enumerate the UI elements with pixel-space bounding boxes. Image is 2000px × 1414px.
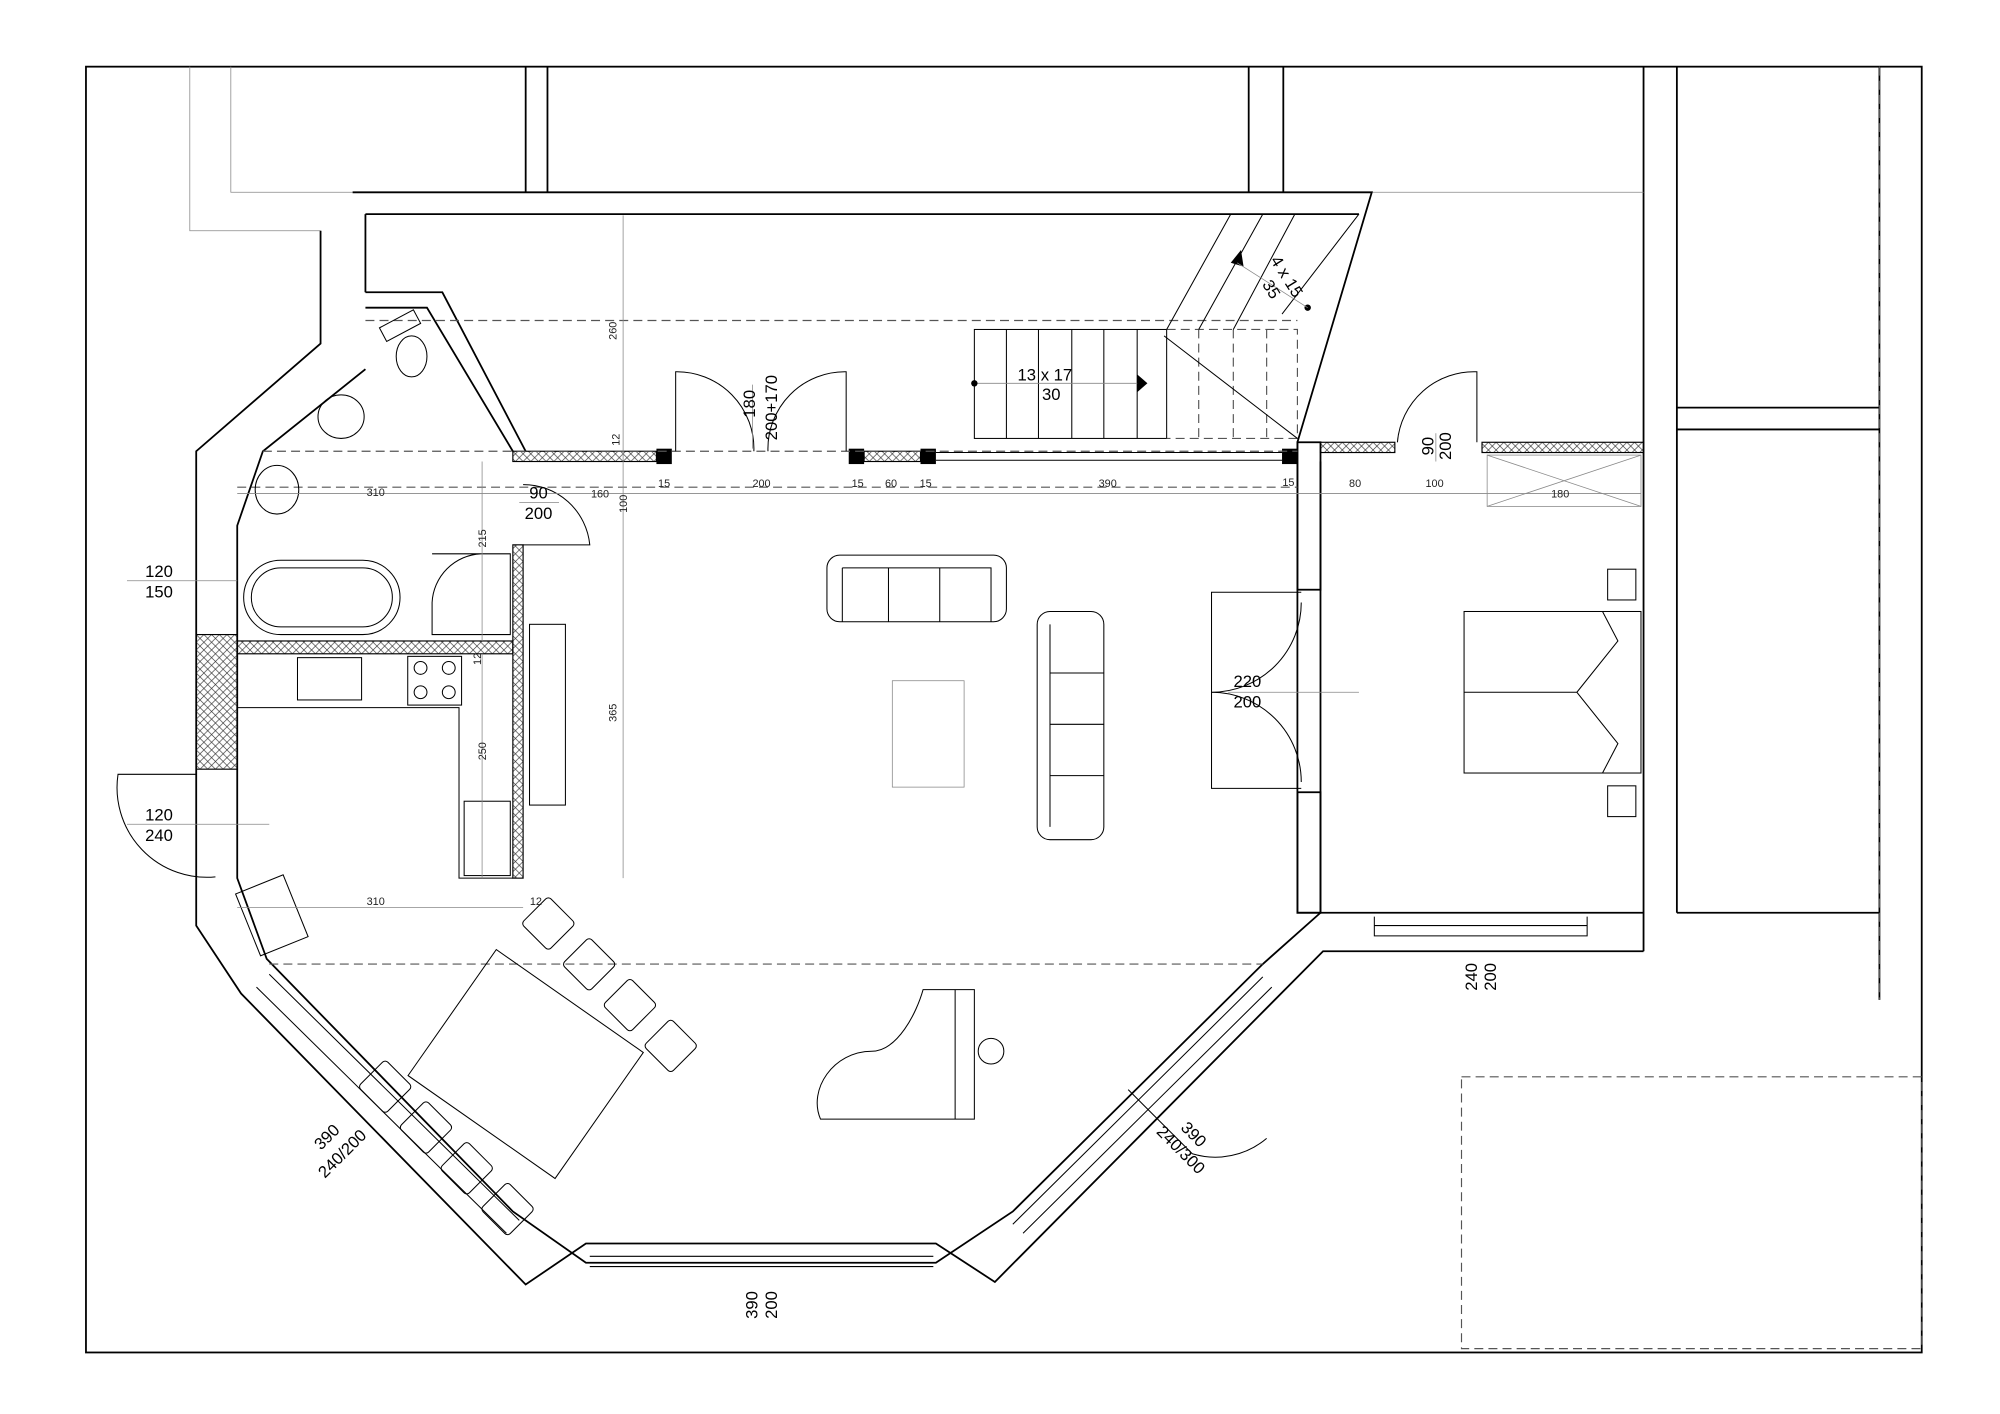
staircase [971, 213, 1360, 440]
dim: 15 [852, 478, 864, 490]
washbasin [317, 394, 365, 439]
dimension-texts: 310 160 15 200 15 60 15 390 15 80 100 18… [367, 322, 1570, 908]
dim: 365 [608, 704, 620, 722]
dim: 215 [477, 529, 489, 547]
bedroom-door-height: 200 [1234, 693, 1262, 712]
external-walls [195, 191, 1644, 1286]
dim: 310 [367, 896, 385, 908]
washbasin [254, 464, 300, 515]
kitchen-door-width: 120 [145, 805, 173, 824]
bedroom-door [1211, 591, 1302, 789]
kitchen-door [116, 773, 216, 878]
bedroom-door-width: 220 [1234, 672, 1262, 691]
dim: 200 [752, 478, 770, 490]
sheet-frame [85, 65, 1923, 1354]
double-door-width: 180 [740, 390, 759, 418]
oven [463, 800, 511, 877]
bath-door [523, 484, 591, 546]
bedroom-window-height: 200 [1481, 963, 1500, 991]
bath-door-height: 200 [525, 504, 553, 523]
bedroom [1463, 454, 1642, 818]
dim: 15 [920, 478, 932, 490]
dim: 390 [1099, 478, 1117, 490]
dim: 12 [610, 434, 622, 446]
dining [359, 897, 697, 1236]
piano [816, 989, 975, 1120]
dim: 100 [618, 495, 630, 513]
bottom-window-width: 390 [743, 1291, 762, 1319]
entry-door [1396, 371, 1478, 443]
armchair [234, 874, 309, 957]
terrace-door [1127, 1089, 1267, 1158]
bathtub [243, 559, 401, 636]
terrace-dashed [1460, 1076, 1923, 1350]
internal-walls [236, 441, 1645, 914]
bedroom-window-width: 240 [1462, 963, 1481, 991]
dim: 250 [477, 742, 489, 760]
dim: 160 [591, 488, 609, 500]
living-furniture [816, 554, 1105, 1120]
bath-window-height: 150 [145, 582, 173, 601]
sink [296, 657, 363, 701]
hob [407, 655, 463, 706]
kitchen-door-height: 240 [145, 826, 173, 845]
surrounding-walls [189, 66, 1923, 1350]
entry-door-height: 200 [1436, 432, 1455, 460]
dim: 12 [472, 653, 484, 665]
counter [529, 623, 566, 806]
double-door [675, 371, 847, 452]
stair-count: 13 x 17 [1018, 366, 1073, 385]
bathroom-fixtures [243, 309, 511, 636]
toilet [395, 335, 428, 378]
doors [116, 371, 1478, 1158]
dim: 80 [1349, 478, 1361, 490]
dim: 12 [530, 896, 542, 908]
dim: 310 [367, 487, 385, 499]
dimension-lines [126, 215, 1641, 909]
bottom-window-height: 200 [762, 1291, 781, 1319]
dim: 15 [1282, 477, 1294, 489]
dim: 100 [1426, 478, 1444, 490]
dim: 60 [885, 478, 897, 490]
dim: 180 [1551, 488, 1569, 500]
sofa [826, 554, 1007, 623]
stair-tread: 30 [1042, 385, 1061, 404]
shower [431, 553, 511, 636]
nightstand [1607, 785, 1637, 818]
sofa [1036, 610, 1105, 841]
wardrobe [1486, 454, 1642, 507]
dining-table [407, 948, 645, 1180]
bath-window-width: 120 [145, 562, 173, 581]
bath-door-width: 90 [529, 484, 548, 503]
dim: 15 [658, 478, 670, 490]
double-door-height: 200+170 [762, 375, 781, 440]
kitchen [234, 623, 566, 957]
dim: 260 [608, 322, 620, 340]
coffee-table [891, 680, 965, 788]
piano-stool [977, 1037, 1005, 1065]
entry-door-width: 90 [1418, 437, 1437, 456]
nightstand [1607, 568, 1637, 601]
